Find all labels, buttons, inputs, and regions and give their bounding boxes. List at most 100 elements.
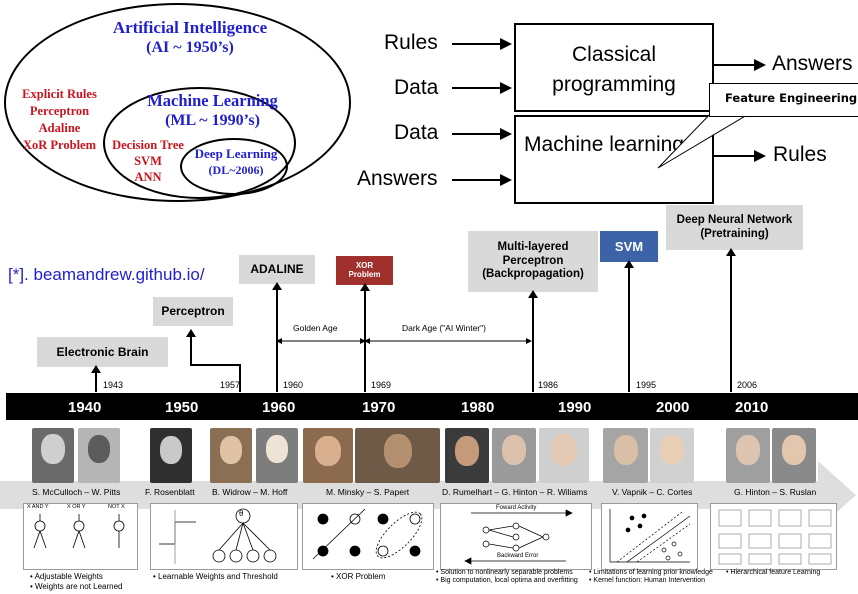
gate-or-label: X OR Y — [67, 504, 86, 510]
machine-learning-label: Machine learning — [524, 133, 684, 156]
decade-2000: 2000 — [656, 399, 690, 416]
arrow-1986 — [528, 290, 538, 392]
dark-age-span — [364, 338, 532, 344]
arrow-rules — [452, 38, 512, 50]
arrow-1943 — [91, 365, 101, 392]
arrow-answers-2 — [452, 174, 512, 186]
photo-rosenblatt — [150, 428, 192, 483]
golden-age-span — [276, 338, 366, 344]
ai-items: Explicit Rules Perceptron Adaline XoR Pr… — [12, 86, 107, 154]
output-rules: Rules — [773, 143, 827, 166]
decade-1940: 1940 — [68, 399, 102, 416]
ai-era: (AI ~ 1950’s) — [146, 39, 234, 56]
machine-learning-box — [514, 115, 714, 204]
event-mlp: Multi-layered Perceptron (Backpropagatio… — [468, 231, 598, 292]
timeline-arrow-background — [0, 461, 856, 529]
dark-age-label: Dark Age ("AI Winter") — [402, 323, 486, 333]
backprop-diagram — [464, 509, 573, 565]
photo-cortes — [650, 428, 694, 483]
note-dnn: • Hierarchical feature Learning — [726, 569, 820, 577]
people-vapnik-cortes: V. Vapnik – C. Cortes — [612, 487, 693, 497]
arrow-data — [452, 82, 512, 94]
note-svm: • Limitations of learning prior knowledg… — [589, 569, 713, 586]
photo-papert — [355, 428, 440, 483]
panel-xor — [302, 503, 434, 570]
event-svm: SVM — [600, 231, 658, 262]
ml-ellipse — [103, 87, 296, 199]
photo-vapnik — [603, 428, 648, 483]
event-perceptron: Perceptron — [153, 297, 233, 326]
xor-diagram — [312, 508, 423, 560]
arrow-2006 — [726, 248, 736, 392]
ai-item: Adaline — [38, 121, 81, 135]
photo-minsky — [303, 428, 353, 483]
event-label: Electronic Brain — [56, 344, 149, 359]
ml-era: (ML ~ 1990’s) — [165, 112, 260, 129]
output-answers: Answers — [772, 52, 853, 75]
photo-pitts — [78, 428, 120, 483]
input-data: Data — [394, 76, 439, 99]
year-2006: 2006 — [737, 380, 758, 390]
event-electronic-brain: Electronic Brain — [37, 337, 168, 367]
ai-item: Explicit Rules — [22, 87, 97, 101]
decade-1980: 1980 — [461, 399, 495, 416]
event-label: XOR Problem — [348, 260, 381, 279]
note-line: • Hierarchical feature Learning — [726, 569, 821, 576]
photo-hinton — [492, 428, 536, 483]
event-xor-problem: XOR Problem — [336, 256, 393, 285]
photo-mcculloch — [32, 428, 74, 483]
people-hinton-ruslan: G. Hinton – S. Ruslan — [734, 487, 817, 497]
year-1960: 1960 — [283, 380, 304, 390]
year-1969: 1969 — [371, 380, 392, 390]
photo-hinton-2 — [726, 428, 770, 483]
panel-svm — [601, 503, 698, 570]
svm-diagram — [609, 509, 691, 563]
year-1957: 1957 — [220, 380, 241, 390]
people-rosenblatt: F. Rosenblatt — [145, 487, 195, 497]
note-line: • XOR Problem — [331, 572, 386, 581]
people-widrow-hoff: B. Widrow – M. Hoff — [212, 487, 288, 497]
golden-age-label: Golden Age — [293, 323, 338, 333]
gate-and-label: X AND Y — [27, 504, 49, 510]
source-link[interactable]: [*]. beamandrew.github.io/ — [8, 265, 205, 284]
panel-backprop: Foward Activity Backward Error — [440, 503, 592, 570]
note-line: • Adjustable Weights — [30, 572, 103, 581]
event-adaline: ADALINE — [239, 255, 315, 284]
people-minsky-papert: M. Minsky – S. Papert — [326, 487, 410, 497]
arrow-1995 — [624, 260, 634, 392]
ml-item: SVM — [134, 154, 162, 168]
ml-title: Machine Learning — [147, 91, 278, 110]
perceptron-diagram — [159, 508, 277, 564]
event-label: Deep Neural Network (Pretraining) — [676, 213, 793, 240]
panel-logic-gates: X AND Y X OR Y NOT X — [23, 503, 138, 570]
decade-1960: 1960 — [262, 399, 296, 416]
photo-hoff — [256, 428, 298, 483]
dnn-diagram — [718, 509, 832, 565]
event-label: Perceptron — [161, 304, 225, 319]
event-dnn: Deep Neural Network (Pretraining) — [666, 205, 803, 250]
ai-item: XoR Problem — [22, 138, 97, 152]
note-line: • Limitations of learning prior knowledg… — [589, 569, 713, 576]
arrow-1957 — [186, 329, 241, 392]
decade-1990: 1990 — [558, 399, 592, 416]
classical-programming-box — [514, 23, 714, 112]
arrow-1960 — [272, 282, 282, 392]
panel-perceptron: θ — [150, 503, 298, 570]
note-backprop: • Solution to nonlinearly separable prob… — [436, 569, 578, 586]
dl-era: (DL~2006) — [208, 163, 264, 177]
note-line: • Solution to nonlinearly separable prob… — [436, 569, 573, 576]
dl-title: Deep Learning — [194, 146, 278, 161]
people-mcculloch-pitts: S. McCulloch – W. Pitts — [32, 487, 121, 497]
decade-1950: 1950 — [165, 399, 199, 416]
gate-not-label: NOT X — [108, 504, 125, 510]
dl-ellipse — [180, 138, 288, 195]
note-line: • Kernel function: Human Intervention — [589, 577, 706, 585]
input-answers: Answers — [357, 167, 438, 190]
note-mcculloch-pitts: • Adjustable Weights • Weights are not L… — [30, 572, 123, 591]
arrow-rules-out — [712, 150, 766, 162]
backward-error-label: Backward Error — [497, 553, 539, 559]
event-label: ADALINE — [250, 262, 304, 277]
arrow-answers — [712, 59, 766, 71]
ai-title: Artificial Intelligence — [112, 18, 268, 37]
feature-engineering-callout: Feature Engineering — [709, 83, 858, 117]
